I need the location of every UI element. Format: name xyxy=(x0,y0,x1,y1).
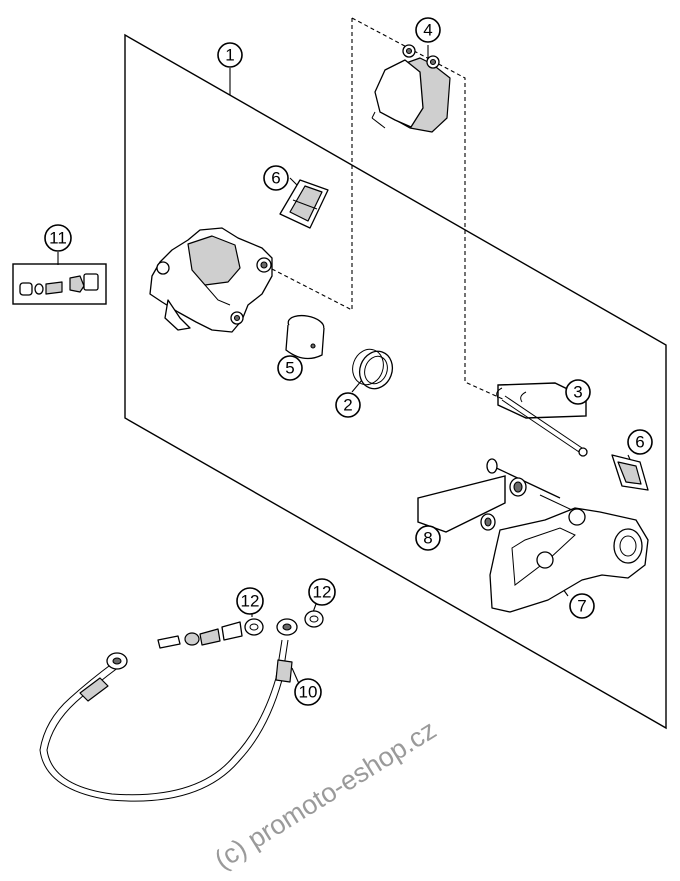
callout-6-upper-label: 6 xyxy=(271,169,280,188)
leader-2 xyxy=(351,379,363,393)
callout-12-left: 12 xyxy=(236,587,264,615)
assembly-frame-1 xyxy=(124,33,667,730)
callout-6-upper: 6 xyxy=(263,165,289,191)
callout-2-label: 2 xyxy=(343,396,352,415)
bolts-part-8 xyxy=(480,458,573,531)
watermark: (c) promoto-eshop.cz xyxy=(209,714,441,875)
callout-1-label: 1 xyxy=(225,46,234,65)
part-11-box xyxy=(12,263,107,305)
callout-10-label: 10 xyxy=(299,683,318,702)
callout-12-right: 12 xyxy=(308,578,336,606)
callout-6-lower: 6 xyxy=(627,429,653,455)
callout-4-label: 4 xyxy=(423,21,432,40)
callout-12-left-label: 12 xyxy=(241,592,260,611)
callout-1: 1 xyxy=(217,42,243,68)
caliper-bracket-part-7 xyxy=(489,507,649,613)
pad-spring-part-6-upper xyxy=(279,179,329,229)
callout-3-label: 3 xyxy=(573,383,582,402)
bleeder-valve-part-11 xyxy=(19,273,99,296)
callout-4: 4 xyxy=(415,17,441,43)
callout-7: 7 xyxy=(569,593,595,619)
brake-caliper-body xyxy=(149,227,273,333)
callout-11-label: 11 xyxy=(49,229,67,248)
part-8-box xyxy=(417,475,506,533)
guide-line-pads xyxy=(269,18,353,311)
brake-pads-part-4 xyxy=(371,44,451,133)
brake-line-part-10 xyxy=(39,618,298,802)
callout-10: 10 xyxy=(294,678,322,706)
part-3-box xyxy=(497,382,587,419)
banjo-bolt-parts xyxy=(157,610,324,649)
callout-7-label: 7 xyxy=(577,597,586,616)
callout-12-right-label: 12 xyxy=(313,583,332,602)
callout-5-label: 5 xyxy=(285,359,294,378)
pin-part-3 xyxy=(496,387,588,457)
callout-8: 8 xyxy=(415,525,441,551)
callout-3: 3 xyxy=(565,379,591,405)
callout-5: 5 xyxy=(277,355,303,381)
piston-part-5 xyxy=(285,314,325,360)
callout-2: 2 xyxy=(335,392,361,418)
callout-8-label: 8 xyxy=(423,529,432,548)
callout-11: 11 xyxy=(44,224,72,252)
callout-6-lower-label: 6 xyxy=(635,433,644,452)
seal-rings-part-2 xyxy=(352,348,394,390)
pad-spring-part-6-lower xyxy=(611,454,649,491)
